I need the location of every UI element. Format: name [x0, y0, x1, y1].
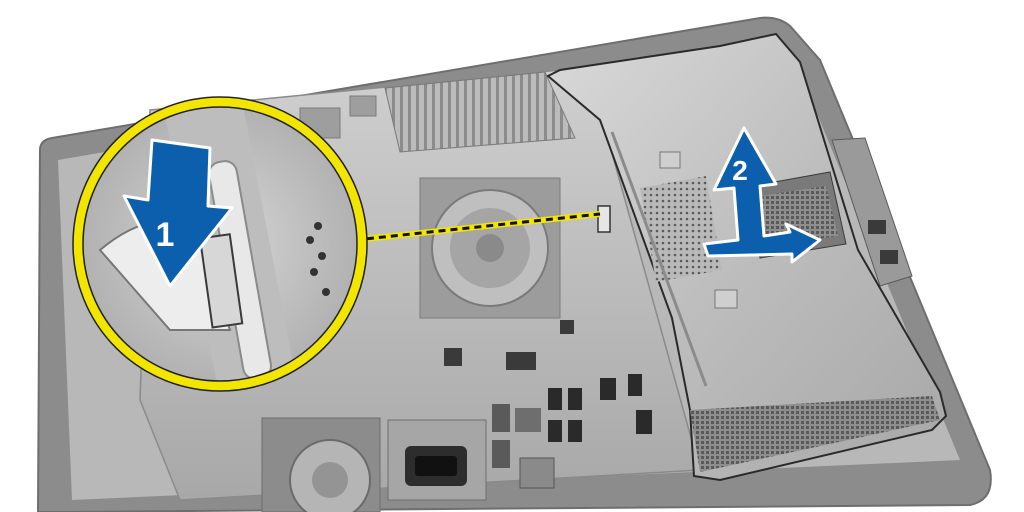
blower-fan [261, 417, 381, 512]
step1-arrow-icon: 1 [122, 138, 234, 288]
step2-arrow-icon: 2 [702, 126, 822, 264]
step1-label: 1 [156, 216, 175, 254]
io-ports [387, 320, 652, 501]
system-fan [419, 177, 561, 319]
side-connector [831, 137, 913, 287]
step2-label: 2 [732, 155, 748, 186]
